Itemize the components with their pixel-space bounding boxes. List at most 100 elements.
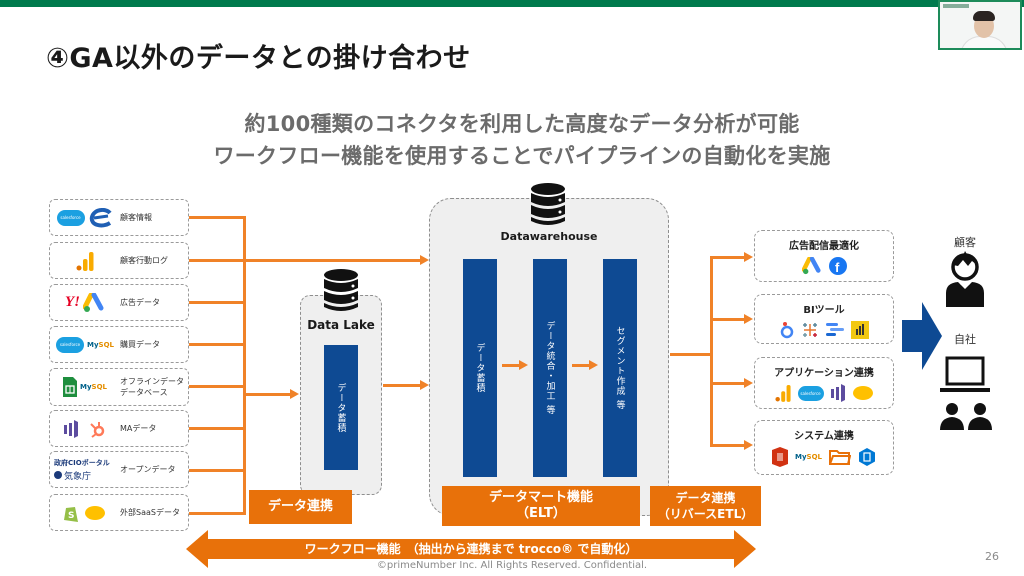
connector-line — [189, 259, 421, 262]
laptop-icon — [940, 356, 990, 392]
source-box-purchase-data: salesforce MySQL 購買データ — [49, 326, 189, 363]
google-ads-icon — [83, 292, 104, 312]
page-number: 26 — [985, 550, 999, 563]
dest-box-system-integration: システム連携 MySQL — [754, 420, 894, 475]
tableau-icon — [802, 323, 817, 337]
source-box-open-data: 政府CIOポータル 気象庁 オープンデータ — [49, 451, 189, 488]
stage-reverse-etl: データ連携 （リバースETL） — [650, 486, 761, 526]
data-studio-icon — [825, 323, 844, 336]
svg-text:f: f — [835, 260, 840, 275]
arrow-head-between-columns — [589, 360, 598, 370]
google-ads-icon — [801, 257, 821, 275]
data-lake-column: データ蓄積 — [324, 345, 358, 470]
connector-dwh-out — [670, 353, 712, 356]
dest-label: BIツール — [803, 305, 845, 316]
folder-icon — [828, 450, 851, 465]
eccube-icon — [89, 207, 112, 227]
dwh-column-segment: セグメント作成 等 — [603, 259, 637, 477]
dest-label: アプリケーション連携 — [774, 368, 874, 379]
arrow-head-to-lake — [290, 389, 299, 399]
source-box-external-saas: S 外部SaaSデータ — [49, 494, 189, 531]
stage-label-line-2: （ELT） — [516, 506, 566, 521]
video-name-tag — [943, 4, 969, 8]
stage-data-link: データ連携 — [249, 490, 352, 524]
column-label: セグメント作成 等 — [614, 326, 625, 410]
svg-text:S: S — [68, 511, 74, 521]
aws-s3-icon — [772, 447, 788, 467]
dwh-column-storage: データ蓄積 — [463, 259, 497, 477]
presenter-shoulders — [960, 36, 1008, 48]
power-bi-icon — [850, 321, 869, 339]
big-blue-arrow-icon — [902, 302, 942, 370]
connector-line — [189, 343, 244, 346]
jma-text: 気象庁 — [64, 471, 92, 482]
marketo-icon — [830, 384, 845, 402]
connector-line — [189, 469, 244, 472]
connector-line — [189, 216, 244, 219]
arrow-head-to-dest — [744, 378, 753, 388]
workflow-double-arrow — [186, 530, 756, 568]
hubspot-icon — [90, 421, 105, 438]
dest-box-app-integration: アプリケーション連携 salesforce — [754, 357, 894, 409]
dest-box-bi-tools: BIツール — [754, 294, 894, 344]
top-accent-bar — [0, 0, 1024, 7]
arrow-line-between-columns — [502, 364, 520, 367]
source-box-behavior-log: 顧客行動ログ — [49, 242, 189, 279]
source-label: オフラインデータデータベース — [120, 376, 184, 398]
source-label-line-2: データベース — [120, 388, 168, 397]
slide-title: ④GA以外のデータとの掛け合わせ — [46, 43, 471, 74]
stage-label-line-1: データ連携 — [675, 491, 736, 505]
looker-icon — [780, 322, 793, 339]
connector-lake-to-dwh — [383, 384, 421, 387]
google-sheets-icon — [63, 377, 77, 397]
mailchimp-icon — [85, 505, 105, 520]
source-label: 広告データ — [120, 298, 160, 307]
data-lake-title: Data Lake — [307, 318, 375, 332]
jma-icon: 気象庁 — [54, 469, 91, 482]
arrow-head-to-dest — [744, 252, 753, 262]
source-label: オープンデータ — [120, 465, 176, 474]
subtitle-line-1: 約100種類のコネクタを利用した高度なデータ分析が可能 — [244, 112, 800, 136]
arrow-head-lake-to-dwh — [420, 380, 429, 390]
mailchimp-icon — [852, 386, 873, 400]
datawarehouse-title: Datawarehouse — [500, 230, 598, 243]
workflow-label: ワークフロー機能 （抽出から連携まで trocco® で自動化） — [304, 542, 638, 556]
salesforce-icon: salesforce — [56, 209, 85, 226]
stage-datamart-elt: データマート機能 （ELT） — [442, 486, 640, 526]
connector-line — [189, 385, 244, 388]
presenter-video-thumbnail[interactable] — [938, 0, 1022, 50]
dwh-column-integration: データ統合・加工 等 — [533, 259, 567, 477]
arrow-head-to-dest — [744, 440, 753, 450]
source-label-line-1: オフラインデータ — [120, 377, 184, 386]
database-icon — [324, 269, 358, 311]
stage-label-line-1: データマート機能 — [488, 490, 593, 505]
google-analytics-icon — [76, 251, 94, 271]
cio-portal-icon: 政府CIOポータル — [54, 458, 110, 467]
mysql-icon: MySQL — [80, 383, 107, 391]
source-label: 顧客行動ログ — [120, 256, 168, 265]
google-analytics-icon — [774, 385, 791, 402]
source-label: 外部SaaSデータ — [120, 508, 180, 517]
arrow-head-to-dest — [744, 314, 753, 324]
source-box-ad-data: Y! 広告データ — [49, 284, 189, 321]
stage-label-line-2: （リバースETL） — [657, 507, 754, 521]
connector-line — [710, 256, 745, 259]
source-box-ma-data: MAデータ — [49, 410, 189, 447]
salesforce-icon: salesforce — [56, 336, 84, 353]
column-label: データ蓄積 — [474, 343, 485, 393]
column-label: データ蓄積 — [335, 382, 346, 433]
connector-line — [710, 444, 745, 447]
column-label: データ統合・加工 等 — [544, 321, 555, 415]
customer-label: 顧客 — [954, 236, 976, 249]
subtitle-line-2: ワークフロー機能を使用することでパイプラインの自動化を実施 — [213, 144, 831, 168]
dest-label: システム連携 — [794, 431, 854, 442]
source-box-offline-database: MySQL オフラインデータデータベース — [49, 368, 189, 406]
source-label: 顧客情報 — [120, 213, 152, 222]
mysql-icon: MySQL — [87, 340, 114, 349]
dest-box-ad-optimization: 広告配信最適化 f — [754, 230, 894, 282]
source-box-customer-info: salesforce 顧客情報 — [49, 199, 189, 236]
connector-line — [189, 301, 244, 304]
arrow-head-between-columns — [519, 360, 528, 370]
connector-right-trunk — [710, 256, 713, 446]
